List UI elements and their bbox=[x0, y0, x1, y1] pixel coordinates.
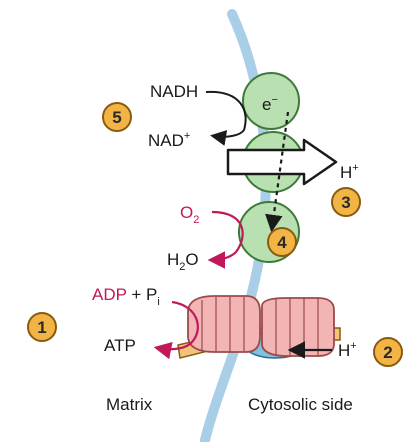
step-badge-5: 5 bbox=[102, 102, 132, 132]
synthase-head bbox=[187, 295, 261, 353]
oxygen-label: O2 bbox=[180, 203, 199, 226]
nadh-label: NADH bbox=[150, 82, 198, 101]
oxygen-reduction-arrow bbox=[207, 210, 244, 269]
proton-inflow-label: H+ bbox=[338, 340, 357, 360]
step-badge-4: 4 bbox=[267, 227, 297, 257]
svg-text:3: 3 bbox=[341, 193, 350, 212]
matrix-label: Matrix bbox=[106, 395, 153, 414]
step-badge-2: 2 bbox=[373, 337, 403, 367]
step-badge-3: 3 bbox=[331, 187, 361, 217]
nadh-oxidation-arrow bbox=[205, 90, 247, 146]
svg-text:5: 5 bbox=[112, 108, 121, 127]
water-label: H2O bbox=[167, 250, 199, 273]
electron-flow-arrow bbox=[265, 111, 290, 233]
svg-text:2: 2 bbox=[383, 343, 392, 362]
proton-pumped-label: H+ bbox=[340, 162, 359, 182]
svg-text:4: 4 bbox=[277, 233, 287, 252]
synthase-rotor bbox=[261, 297, 335, 357]
electron-label: e− bbox=[262, 94, 278, 114]
step-badge-1: 1 bbox=[27, 312, 57, 342]
complex-top bbox=[242, 72, 300, 130]
atp-synthesis-arrow bbox=[153, 300, 199, 360]
adp-pi-label: ADP + Pi bbox=[92, 285, 160, 308]
cytosolic-side-label: Cytosolic side bbox=[248, 395, 353, 414]
svg-text:1: 1 bbox=[37, 318, 46, 337]
atp-label: ATP bbox=[104, 336, 136, 355]
nad-plus-label: NAD+ bbox=[148, 130, 190, 150]
